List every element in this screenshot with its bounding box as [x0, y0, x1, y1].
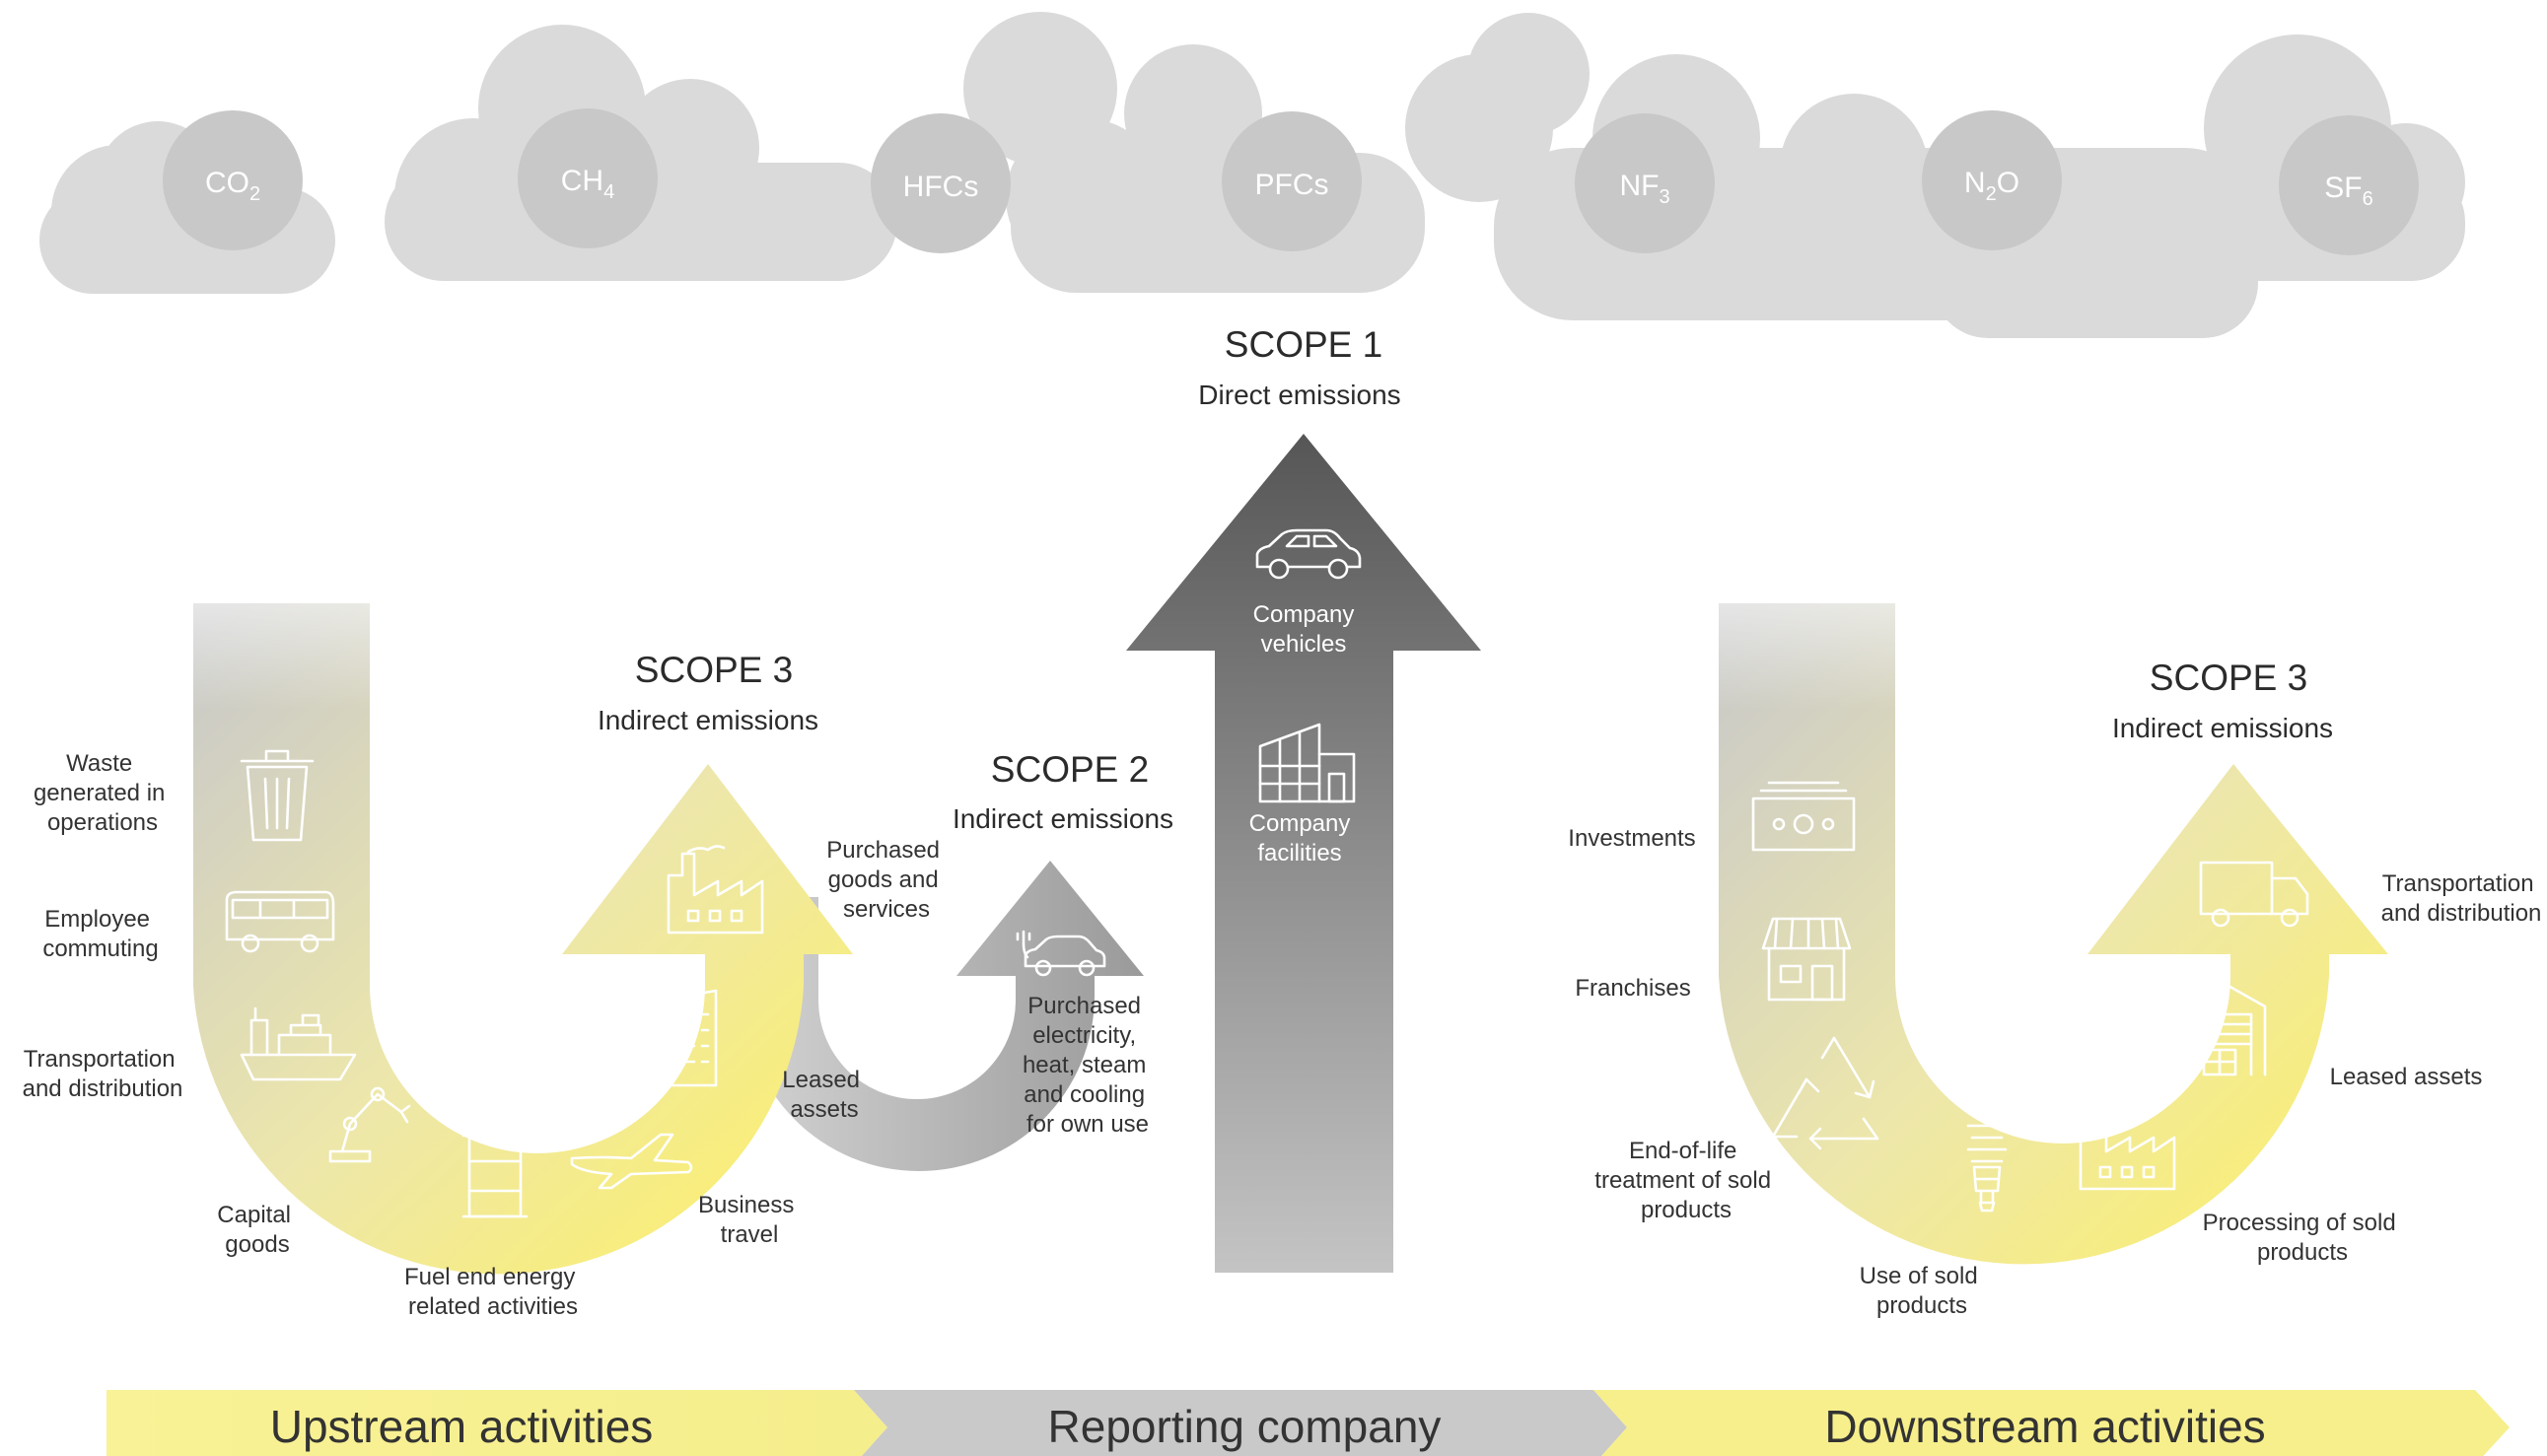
gas-ch4: CH4 — [518, 108, 658, 248]
upstream-leased-assets-label: Leased assets — [782, 1067, 866, 1123]
trash-icon — [240, 749, 315, 842]
office-tower-icon — [657, 989, 718, 1087]
scope2-label: Purchased electricity, heat, steam and c… — [1023, 993, 1153, 1138]
scope1-subtitle: Direct emissions — [1198, 380, 1400, 410]
waste-label: Waste generated in operations — [34, 750, 172, 836]
money-icon — [1751, 781, 1856, 852]
franchises-label: Franchises — [1575, 975, 1690, 1002]
barrel-icon — [461, 1134, 529, 1218]
scope3-upstream-title: SCOPE 3 — [635, 650, 793, 690]
svg-text:N2O: N2O — [1964, 167, 2019, 205]
gas-nf3: NF3 — [1575, 113, 1715, 253]
building-icon — [1258, 723, 1356, 803]
gas-co2: CO2 — [163, 110, 303, 250]
scope1-title: SCOPE 1 — [1225, 324, 1382, 365]
scope2-subtitle: Indirect emissions — [953, 803, 1173, 834]
use-of-sold-products-label: Use of sold products — [1860, 1263, 1985, 1319]
lightbulb-icon — [1966, 1112, 2008, 1213]
downstream-activities-band: Downstream activities — [1593, 1390, 2510, 1456]
factory-icon — [2079, 1101, 2176, 1191]
svg-text:CO2: CO2 — [205, 167, 260, 205]
investments-label: Investments — [1568, 825, 1695, 852]
upstream-transport-label: Transportation and distribution — [23, 1046, 183, 1102]
downstream-transport-label: Transportation and distribution — [2381, 870, 2542, 927]
truck-icon — [2199, 861, 2309, 928]
downstream-activities-label: Downstream activities — [1824, 1401, 2265, 1452]
reporting-company-band: Reporting company — [854, 1390, 1627, 1456]
robot-arm-icon — [328, 1086, 411, 1163]
employee-commuting-label: Employee commuting — [42, 906, 158, 962]
scope2-title: SCOPE 2 — [991, 749, 1149, 790]
factory-icon — [667, 845, 764, 935]
svg-text:NF3: NF3 — [1619, 170, 1669, 208]
gas-hfcs: HFCs — [871, 113, 1011, 253]
bus-icon — [225, 890, 335, 953]
upstream-activities-label: Upstream activities — [270, 1401, 654, 1452]
svg-text:PFCs: PFCs — [1255, 169, 1329, 201]
scope2-arrow — [743, 861, 1144, 1171]
gas-sf6: SF6 — [2279, 115, 2419, 255]
upstream-activities-band: Upstream activities — [106, 1390, 887, 1456]
scope3-upstream-subtitle: Indirect emissions — [598, 705, 818, 735]
fuel-energy-label: Fuel end energy related activities — [404, 1264, 582, 1320]
scope3-downstream-arrow — [1719, 591, 2388, 1265]
scope1-arrow — [1126, 434, 1481, 1273]
gas-n2o: N2O — [1922, 110, 2062, 250]
scope3-upstream-arrow — [193, 591, 853, 1275]
scope3-downstream-subtitle: Indirect emissions — [2112, 713, 2333, 743]
business-travel-label: Business travel — [698, 1192, 801, 1248]
end-of-life-label: End-of-life treatment of sold products — [1594, 1138, 1777, 1223]
scope3-downstream-title: SCOPE 3 — [2150, 658, 2307, 698]
warehouse-icon — [2172, 979, 2267, 1076]
purchased-goods-label: Purchased goods and services — [826, 837, 946, 923]
svg-text:CH4: CH4 — [561, 165, 614, 203]
svg-text:HFCs: HFCs — [903, 171, 979, 203]
reporting-company-label: Reporting company — [1048, 1401, 1442, 1452]
downstream-leased-assets-label: Leased assets — [2330, 1064, 2483, 1090]
electric-car-icon — [1016, 930, 1106, 977]
store-icon — [1761, 917, 1852, 1002]
recycle-icon — [1771, 1036, 1879, 1150]
capital-goods-label: Capital goods — [217, 1202, 297, 1258]
gas-pfcs: PFCs — [1222, 111, 1362, 251]
processing-of-sold-products-label: Processing of sold products — [2203, 1210, 2403, 1266]
ship-icon — [240, 1006, 357, 1081]
car-icon — [1255, 528, 1362, 580]
svg-text:SF6: SF6 — [2324, 172, 2372, 210]
airplane-icon — [570, 1133, 693, 1190]
cloud-icon — [963, 12, 1425, 293]
